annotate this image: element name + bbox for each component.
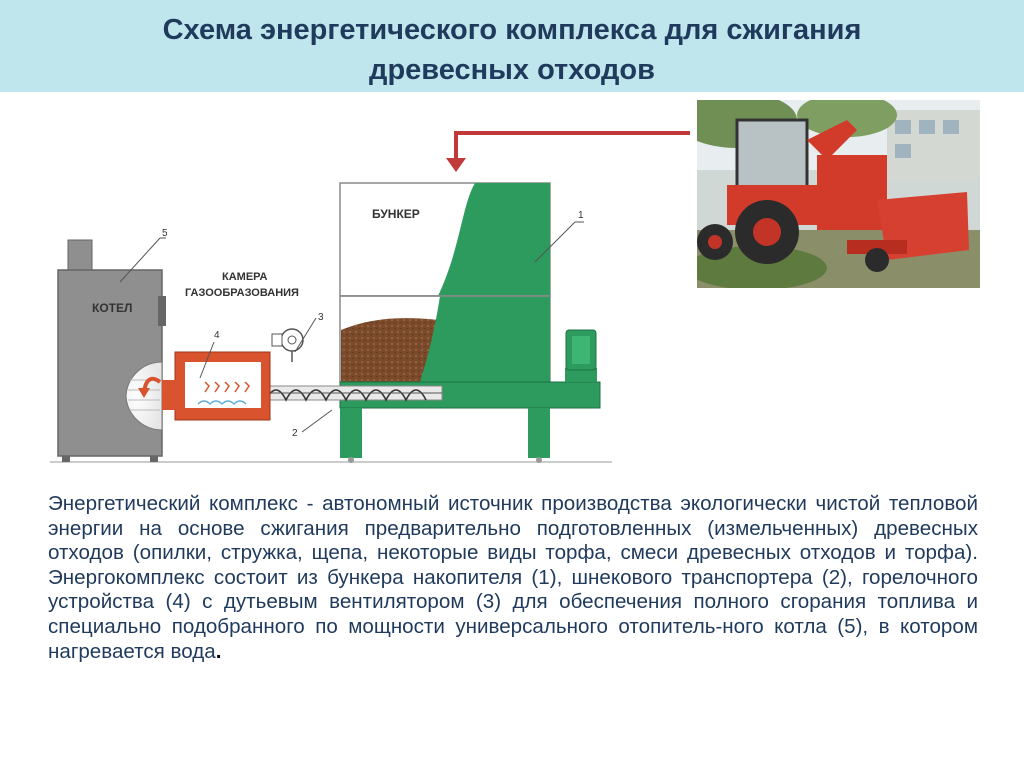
bunker-green-lower (420, 296, 550, 382)
blower-fan (280, 328, 304, 352)
burner-boiler-link (162, 380, 176, 410)
bunker-green-upper (438, 183, 550, 296)
motor-mount (565, 368, 597, 382)
label-boiler: КОТЕЛ (92, 301, 132, 315)
title-bar (0, 0, 1024, 92)
burner-chamber (185, 362, 261, 408)
description-paragraph: Энергетический комплекс - автономный ист… (48, 492, 978, 664)
callout-1: 1 (578, 210, 584, 221)
title-line-2: древесных отходов (369, 54, 655, 86)
callout-4: 4 (214, 330, 220, 341)
callout-5: 5 (162, 228, 168, 239)
feed-arrow (454, 131, 690, 160)
feed-arrow-head (446, 158, 466, 172)
screw-auger (265, 389, 427, 402)
callout-3: 3 (318, 312, 324, 323)
bunker-leg-right (528, 408, 550, 458)
boiler (57, 269, 163, 457)
description-text: Энергетический комплекс - автономный ист… (48, 492, 978, 663)
label-chamber-2: ГАЗООБРАЗОВАНИЯ (185, 287, 299, 299)
burner-flames (204, 381, 250, 393)
label-chamber-1: КАМЕРА (222, 271, 268, 283)
label-bunker: БУНКЕР (372, 207, 420, 221)
wood-chipper-photo (697, 100, 980, 288)
title-line-1: Схема энергетического комплекса для сжиг… (162, 14, 862, 46)
energy-complex-diagram: БУНКЕР КАМЕРА ГАЗООБРАЗОВАНИЯ КОТЕЛ 1 2 … (50, 131, 690, 463)
boiler-chimney (67, 239, 93, 273)
callout-2: 2 (292, 428, 298, 439)
description-end-mark: . (215, 639, 222, 663)
bunker-leg-left (340, 408, 362, 458)
fuel-pile (341, 318, 440, 382)
slide-title: Схема энергетического комплекса для сжиг… (0, 10, 1024, 90)
